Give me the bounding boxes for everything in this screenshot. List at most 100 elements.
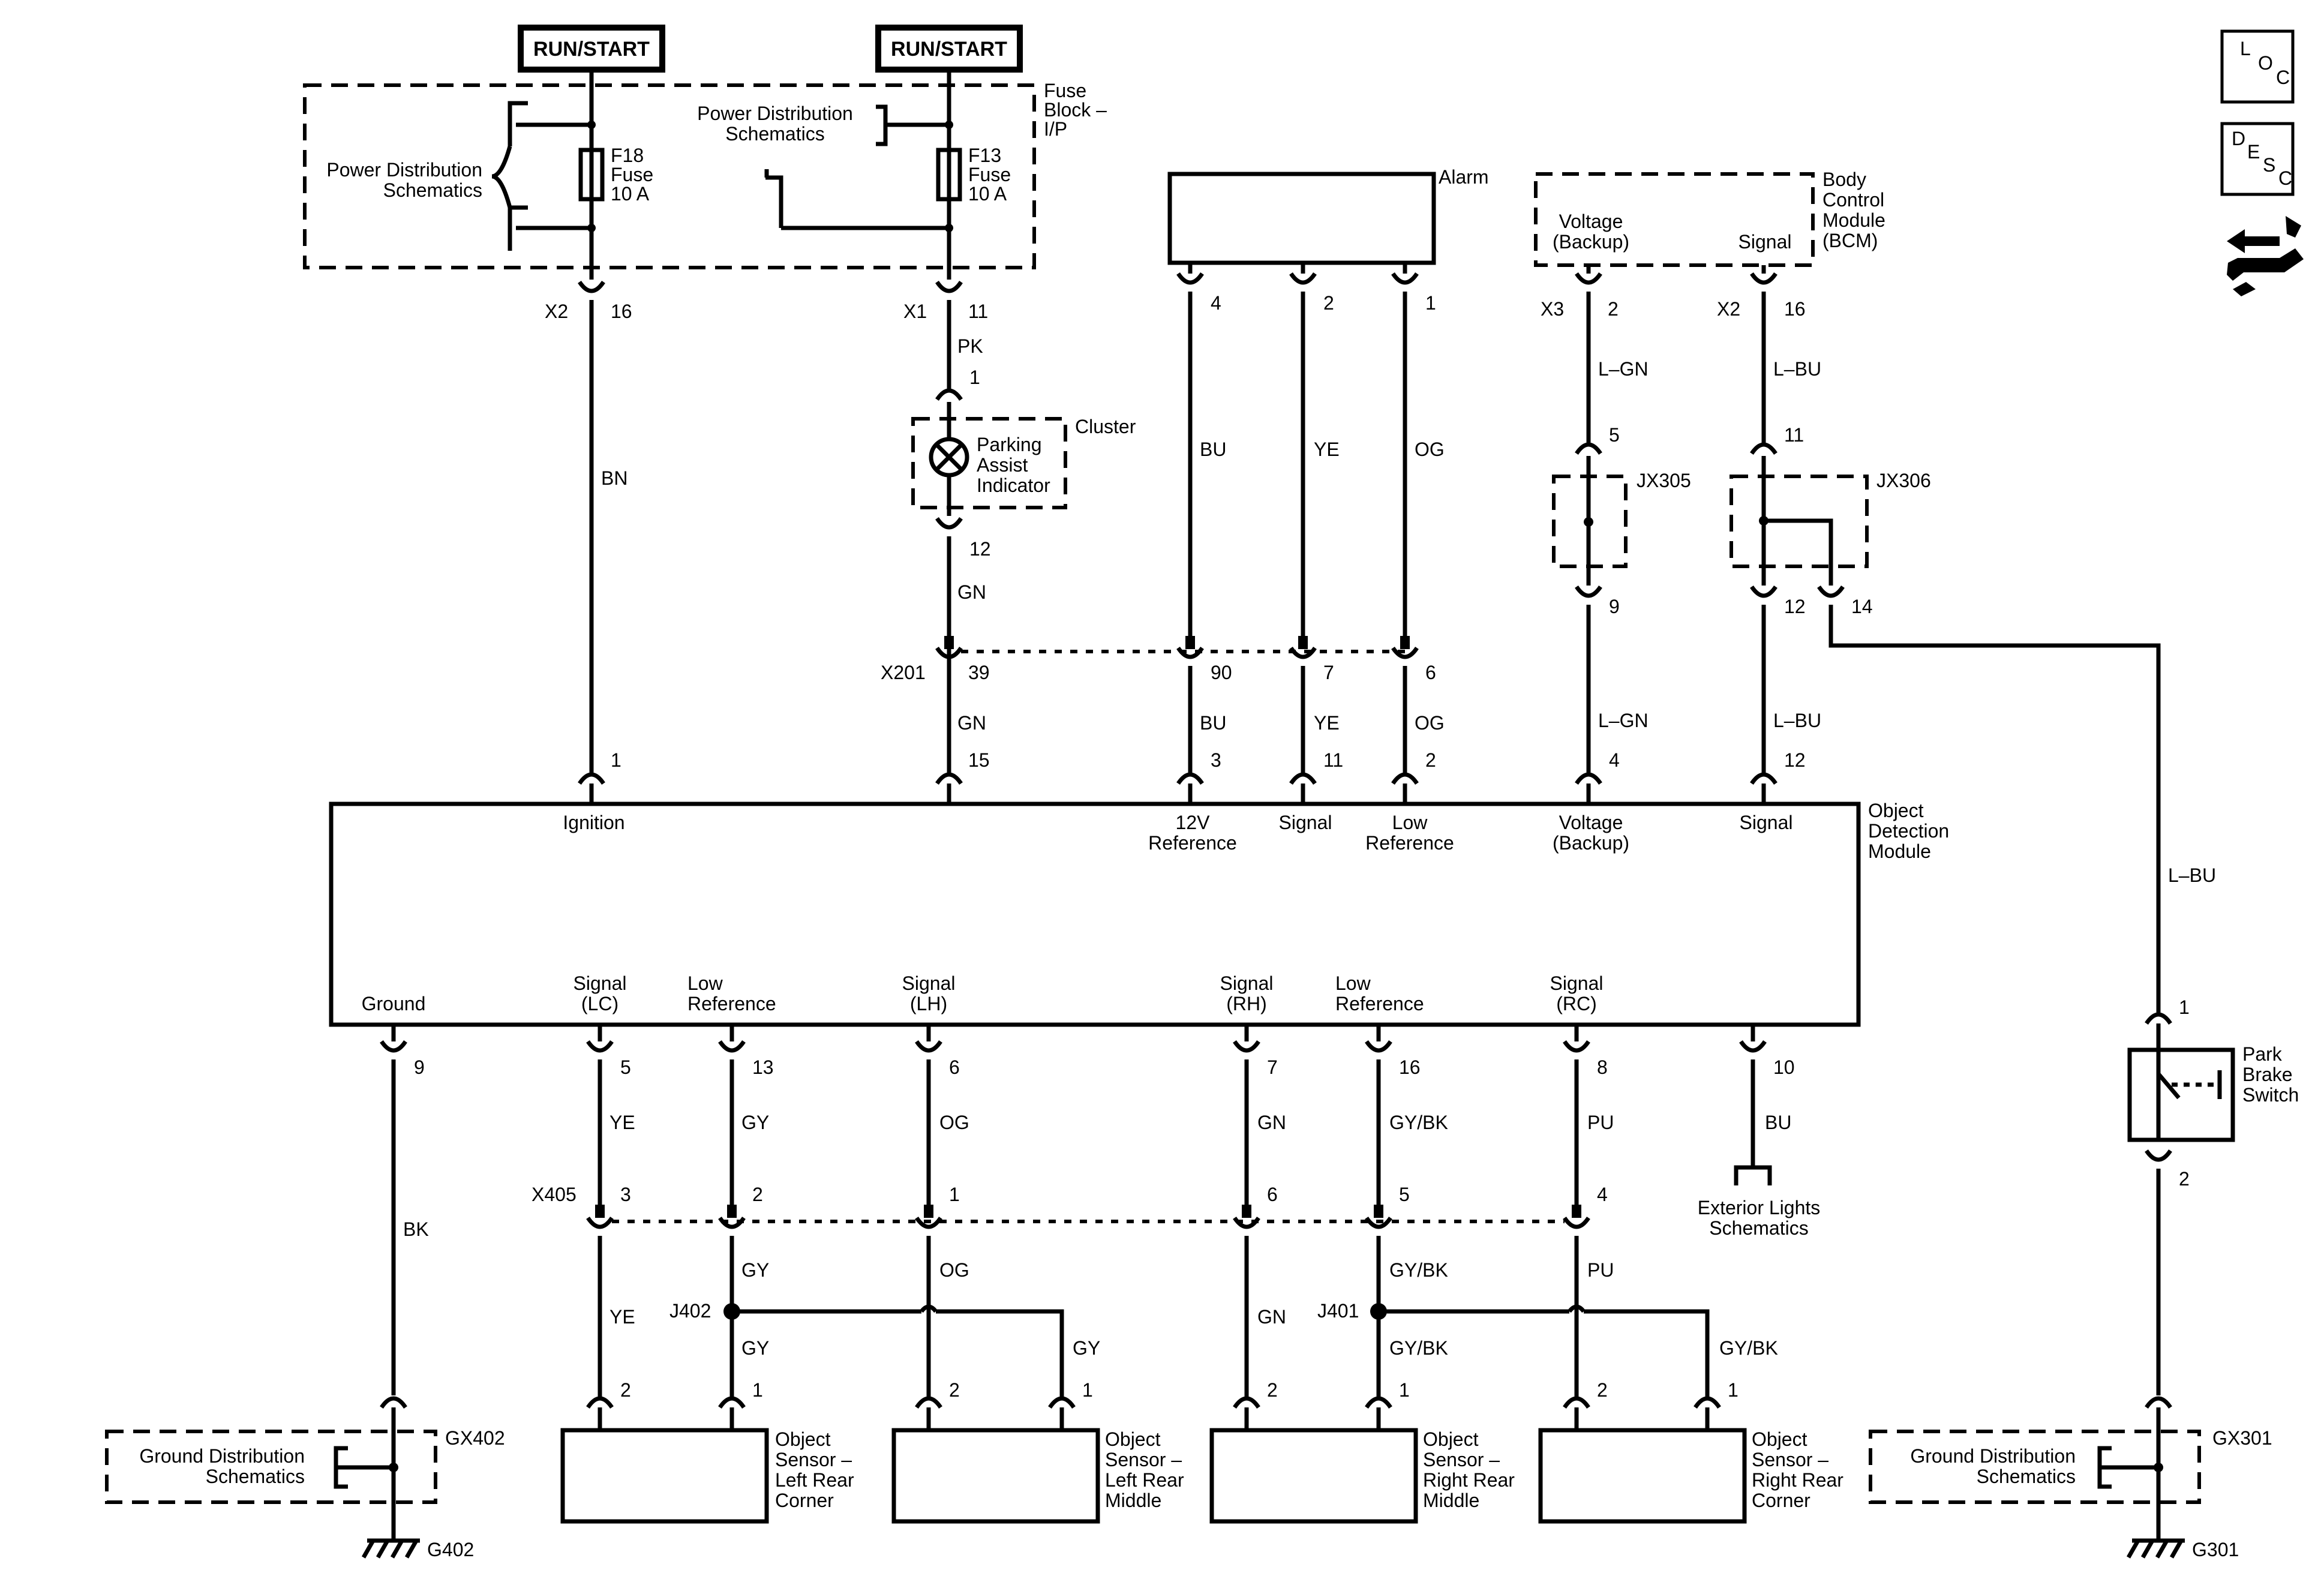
desc-icon[interactable]: D E S C (2220, 122, 2295, 196)
park-brake-label: Park (2242, 1043, 2283, 1065)
object-detection-module: Object Detection Module 1 15 3 11 2 4 12… (329, 749, 1949, 1078)
svg-text:D: D (2232, 128, 2245, 149)
wire-color-label: GN (1257, 1306, 1286, 1328)
wire-color-label: GY (741, 1337, 769, 1359)
wire-color-label: YE (1314, 439, 1340, 460)
odm-box (329, 801, 1861, 1027)
wire-color-label: BU (1765, 1112, 1791, 1133)
park-brake-switch: 1 Park Brake Switch 2 (2127, 996, 2299, 1395)
svg-text:L: L (2240, 38, 2251, 59)
pin-label: 2 (1323, 292, 1334, 314)
cluster-label: Cluster (1075, 416, 1136, 437)
wire-color-label: GN (957, 581, 986, 603)
pin-label: 2 (1608, 298, 1619, 320)
pin-label: 1 (1425, 292, 1436, 314)
alarm-label: Alarm (1439, 166, 1489, 188)
odm-pin-label: Reference (1365, 832, 1454, 854)
alarm-section: Alarm 4 2 1 BU YE OG (1167, 166, 1489, 636)
sensor-label: Middle (1423, 1490, 1479, 1511)
pin-label: 16 (1784, 298, 1806, 320)
ground-connector-label: GX402 (445, 1427, 505, 1449)
odm-title: Module (1868, 840, 1931, 862)
bcm-outline (1534, 172, 1815, 267)
fuse-f18-label: 10 A (611, 183, 650, 205)
wire-color-label: L–GN (1598, 358, 1649, 380)
pin-label: 1 (1399, 1379, 1410, 1401)
exterior-lights-label: Schematics (1709, 1217, 1808, 1239)
fuse-block-label: Fuse (1044, 80, 1086, 101)
run-start-box-2: RUN/START (875, 25, 1023, 73)
pin-label: 2 (2179, 1168, 2190, 1190)
odm-pin-label: Ignition (563, 812, 624, 833)
sensor-label: Sensor – (775, 1449, 852, 1470)
odm-pin-label: Signal (902, 972, 956, 994)
odm-pin-label: Low (1392, 812, 1428, 833)
fuse-f13-label: F13 (968, 145, 1001, 166)
sensor-label: Left Rear (775, 1469, 854, 1491)
wire-color-label: YE (1314, 712, 1340, 734)
wire-color-label: L–BU (1773, 358, 1821, 380)
fuse-f13-label: 10 A (968, 183, 1007, 205)
fuse-block-label: I/P (1044, 118, 1067, 140)
odm-pin-label: Low (1335, 972, 1371, 994)
sensor-label: Corner (775, 1490, 834, 1511)
sensor-label: Sensor – (1752, 1449, 1828, 1470)
pin-label: 1 (2179, 996, 2190, 1018)
wire-color-label: OG (939, 1259, 969, 1281)
sensor-label: Right Rear (1752, 1469, 1843, 1491)
pin-label: 4 (1211, 292, 1221, 314)
connector-label: X405 (532, 1184, 577, 1205)
wire-color-label: YE (609, 1112, 635, 1133)
wire-color-label: PU (1587, 1112, 1614, 1133)
loc-icon[interactable]: L O C (2220, 29, 2295, 104)
ground-left: GX402 Ground Distribution Schematics G40… (105, 1396, 505, 1560)
pin-label: 3 (1211, 749, 1221, 771)
hand-arrows-icon[interactable] (2227, 216, 2304, 296)
power-section: RUN/START RUN/START Fuse Block – I/P F18… (303, 25, 1107, 322)
cluster-section: PK 1 Cluster Parking Assist Indicator 12… (911, 300, 1136, 774)
pin-label: 2 (752, 1184, 763, 1205)
svg-text:C: C (2278, 167, 2292, 189)
bcm-pin-label: Voltage (1559, 211, 1623, 232)
pin-label: 1 (1082, 1379, 1093, 1401)
wire-color-label: L–BU (1773, 710, 1821, 731)
pin-label: 4 (1597, 1184, 1608, 1205)
pin-label: 4 (1609, 749, 1620, 771)
pin-label: 2 (1425, 749, 1436, 771)
wire-color-label: GY/BK (1389, 1337, 1448, 1359)
odm-pin-label: Reference (1148, 832, 1237, 854)
exterior-lights-label: Exterior Lights (1698, 1197, 1821, 1218)
fuse-f18-label: F18 (611, 145, 644, 166)
wire-color-label: OG (1415, 439, 1445, 460)
odm-bottom-connectors: 9 5 13 6 7 16 8 10 (380, 1025, 1795, 1078)
wire-color-label: L–BU (2168, 864, 2216, 886)
sensor-label: Object (1423, 1428, 1479, 1450)
wire-color-label: GY (741, 1112, 769, 1133)
splice-label: JX305 (1637, 470, 1691, 491)
odm-pin-label: (LH) (910, 993, 947, 1014)
pin-label: 16 (611, 301, 632, 322)
run-start-box-1: RUN/START (518, 25, 665, 73)
wire-color-label: BK (403, 1218, 429, 1240)
gds-right-label: Ground Distribution (1910, 1445, 2076, 1467)
pin-label: 2 (1597, 1379, 1608, 1401)
pin-label: 39 (968, 662, 990, 683)
wire-color-label: BU (1200, 712, 1226, 734)
jx305-splice: 5 JX305 9 L–GN (1552, 424, 1691, 774)
odm-pin-label: Reference (687, 993, 776, 1014)
sensor-label: Sensor – (1105, 1449, 1182, 1470)
connector-label: X201 (881, 662, 926, 683)
pin-label: 6 (949, 1056, 960, 1078)
wire-color-label: BN (601, 467, 627, 489)
ground-connector-label: GX301 (2212, 1427, 2272, 1449)
connector-label: X3 (1541, 298, 1564, 320)
wire-color-label: GN (957, 712, 986, 734)
pin-label: 6 (1425, 662, 1436, 683)
pin-label: 3 (620, 1184, 631, 1205)
odm-pin-label: Low (687, 972, 723, 994)
pin-label: 7 (1267, 1056, 1278, 1078)
indicator-label: Assist (977, 454, 1028, 476)
bcm-label: Body (1822, 169, 1866, 190)
splice-label: J401 (1317, 1300, 1359, 1322)
pin-label: 7 (1323, 662, 1334, 683)
